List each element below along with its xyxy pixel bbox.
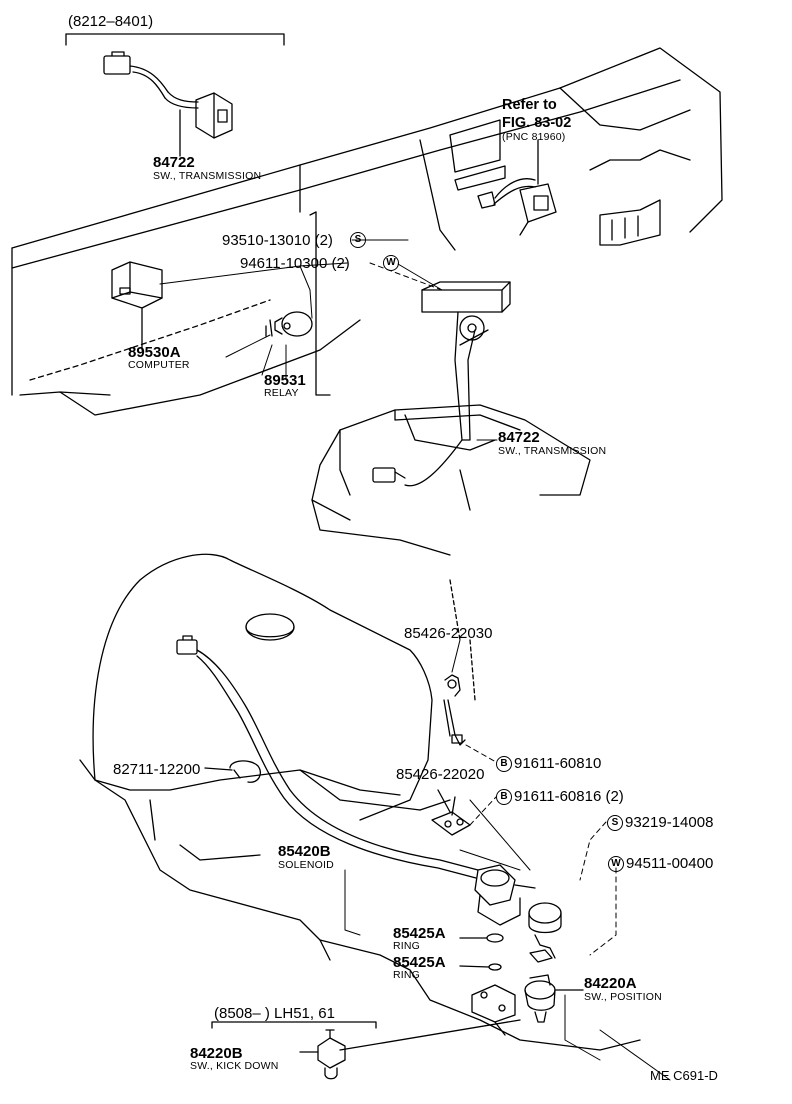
refer-line1: Refer to	[502, 97, 557, 113]
kickdown-range-label: (8508– ) LH51, 61	[214, 1005, 335, 1022]
bolt-b-part-number: 91611-60816 (2)	[514, 788, 624, 805]
upper-switch-name: SW., TRANSMISSION	[153, 170, 262, 182]
computer-part-number: 89530A	[128, 344, 181, 361]
ring-a-name: RING	[393, 940, 421, 952]
upper-bracket-part-number: 85426-22030	[404, 625, 493, 642]
solenoid-name: SOLENOID	[278, 859, 334, 871]
screw-part-number: 93510-13010 (2)	[222, 232, 333, 249]
refer-line3: (PNC 81960)	[502, 131, 566, 143]
lower-switch-name: SW., TRANSMISSION	[498, 445, 607, 457]
date-range-label: (8212–8401)	[68, 13, 154, 30]
bottom-screw-part-number: 93219-14008	[625, 814, 714, 831]
bolt-b-symbol-icon: B	[496, 789, 512, 805]
kickdown-switch-illustration	[211, 1019, 521, 1080]
bolt-a-symbol-icon: B	[496, 756, 512, 772]
ring-a-part-number: 85425A	[393, 925, 446, 942]
computer-name: COMPUTER	[128, 359, 190, 371]
relay-illustration	[265, 311, 313, 337]
date-range-bracket	[65, 33, 285, 46]
console-outline	[311, 281, 591, 556]
kickdown-switch-name: SW., KICK DOWN	[190, 1060, 279, 1072]
refer-component-illustration	[477, 139, 557, 236]
upper-switch-illustration	[103, 51, 233, 157]
dashboard-outline	[11, 47, 723, 416]
leader-lines-top	[159, 239, 498, 441]
refer-line2: FIG. 83-02	[502, 115, 572, 131]
bottom-washer-symbol-icon: W	[608, 856, 624, 872]
clamp-part-number: 82711-12200	[113, 761, 201, 778]
position-switch-illustration	[524, 902, 584, 1023]
relay-part-number: 89531	[264, 372, 306, 389]
computer-illustration	[111, 261, 163, 351]
clamp-illustration	[204, 760, 262, 783]
position-switch-part-number: 84220A	[584, 975, 637, 992]
washer-part-number: 94611-10300 (2)	[240, 255, 350, 272]
transmission-body	[79, 553, 641, 1051]
leader-lines-bottom	[344, 639, 671, 1081]
ring-illustration	[459, 933, 504, 971]
ring-b-part-number: 85425A	[393, 954, 446, 971]
bolt-a-part-number: 91611-60810	[514, 755, 602, 772]
bottom-washer-part-number: 94511-00400	[626, 855, 714, 872]
upper-switch-part-number: 84722	[153, 154, 195, 171]
screw-symbol-icon: S	[350, 232, 366, 248]
kickdown-switch-part-number: 84220B	[190, 1045, 243, 1062]
washer-symbol-icon: W	[383, 255, 399, 271]
position-switch-name: SW., POSITION	[584, 991, 662, 1003]
figure-code: ME C691-D	[650, 1068, 718, 1083]
ring-b-name: RING	[393, 969, 421, 981]
solenoid-part-number: 85420B	[278, 843, 331, 860]
bottom-screw-symbol-icon: S	[607, 815, 623, 831]
lower-bracket-part-number: 85426-22020	[396, 766, 485, 783]
bracket-parts	[431, 674, 471, 836]
solenoid-cable	[176, 635, 536, 926]
lower-switch-part-number: 84722	[498, 429, 540, 446]
relay-name: RELAY	[264, 387, 299, 399]
